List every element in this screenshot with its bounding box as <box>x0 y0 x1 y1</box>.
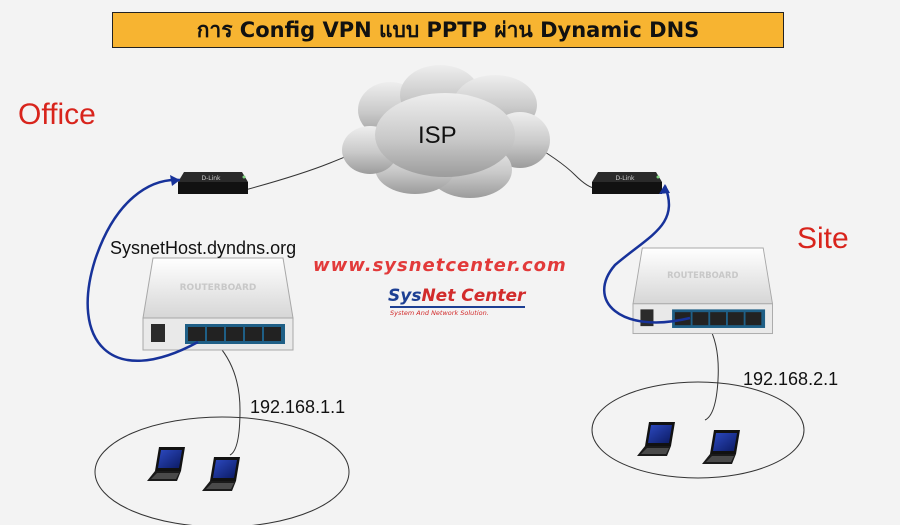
diagram-title: การ Config VPN แบบ PPTP ผ่าน Dynamic DNS <box>196 17 700 42</box>
laptop-icon <box>147 447 185 481</box>
office-link-curve <box>86 178 199 362</box>
modem-icon <box>178 172 248 194</box>
site-ip-label: 192.168.2.1 <box>743 369 839 389</box>
office-lan-ellipse <box>94 416 350 525</box>
laptop-icon <box>637 422 675 456</box>
office-label: Office <box>18 98 96 131</box>
site-link-arrow <box>659 184 670 194</box>
brand-logo: SysNet Center System And Network Solutio… <box>388 286 526 317</box>
site-link-curve <box>603 185 691 324</box>
ddns-host-label: SysnetHost.dyndns.org <box>110 238 297 258</box>
office-link-arrow <box>170 175 180 186</box>
cloud-icon <box>342 65 550 198</box>
router-icon <box>632 247 773 335</box>
brand-name-part1: Sys <box>388 286 422 306</box>
website-text: www.sysnetcenter.com <box>313 255 567 276</box>
brand-tagline: System And Network Solution. <box>390 306 526 317</box>
isp-label: ISP <box>418 122 457 149</box>
office-wan-cable <box>244 149 361 191</box>
office-ip-label: 192.168.1.1 <box>250 397 346 417</box>
brand-name-part2: Net Center <box>421 286 526 306</box>
site-label: Site <box>797 222 849 255</box>
router-icon <box>142 257 294 351</box>
site-lan-cable <box>704 324 719 421</box>
site-lan-ellipse <box>591 381 805 479</box>
laptop-icon <box>202 457 240 491</box>
title-bar: การ Config VPN แบบ PPTP ผ่าน Dynamic DNS <box>112 12 784 48</box>
office-lan-cable <box>217 344 241 456</box>
laptop-icon <box>702 430 740 464</box>
modem-icon <box>592 172 662 194</box>
